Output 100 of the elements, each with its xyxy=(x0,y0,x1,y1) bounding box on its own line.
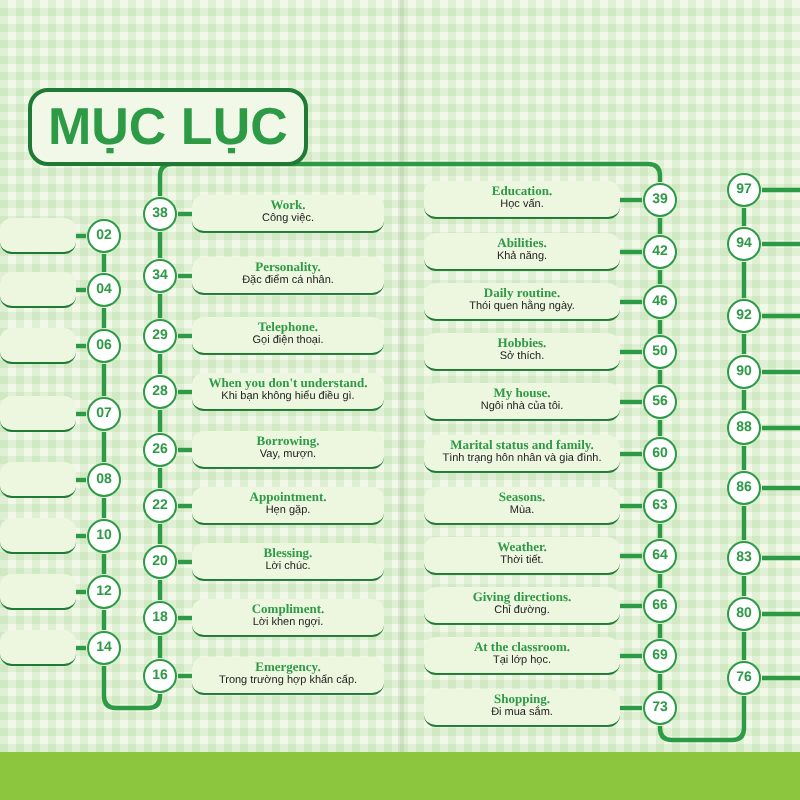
topic-card xyxy=(424,282,620,322)
connector-line xyxy=(657,524,663,538)
connector-line xyxy=(741,390,747,410)
connector-line xyxy=(157,232,163,258)
topic-card xyxy=(424,486,620,526)
connector-line xyxy=(620,349,642,355)
topic-card xyxy=(424,232,620,272)
connector-line xyxy=(178,389,192,395)
topic-card xyxy=(424,180,620,220)
connector-line xyxy=(76,589,86,595)
connector-line xyxy=(741,262,747,298)
connector-line xyxy=(178,211,192,217)
connector-line xyxy=(657,420,663,436)
connector-line xyxy=(741,208,747,226)
connector-line xyxy=(178,447,192,453)
connector-line xyxy=(657,696,747,743)
connector-line xyxy=(178,503,192,509)
connector-line xyxy=(157,410,163,432)
topic-card xyxy=(424,382,620,422)
connector-line xyxy=(101,498,107,518)
connector-line xyxy=(620,451,642,457)
connector-line xyxy=(620,705,642,711)
connector-line xyxy=(657,674,663,690)
connector-line xyxy=(178,273,192,279)
connector-line xyxy=(101,364,107,396)
connector-line xyxy=(762,369,800,375)
connector-line xyxy=(657,472,663,488)
connector-line xyxy=(620,603,642,609)
connector-line xyxy=(741,576,747,596)
connector-line xyxy=(762,675,800,681)
topic-card xyxy=(0,574,76,610)
connector-line xyxy=(741,334,747,354)
connector-line xyxy=(101,666,163,711)
connector-line xyxy=(157,636,163,658)
connector-line xyxy=(741,632,747,660)
connector-line xyxy=(620,197,642,203)
topic-card xyxy=(192,656,384,696)
connector-line xyxy=(620,553,642,559)
connector-line xyxy=(76,287,86,293)
connector-line xyxy=(657,218,663,234)
connector-line xyxy=(762,241,800,247)
topic-card xyxy=(192,542,384,582)
connector-line xyxy=(101,308,107,328)
connector-line xyxy=(657,270,663,284)
connector-line xyxy=(657,370,663,384)
connector-line xyxy=(101,432,107,462)
connector-line xyxy=(76,343,86,349)
connector-line xyxy=(101,554,107,574)
connector-line xyxy=(741,506,747,540)
topic-card xyxy=(424,536,620,576)
topic-card xyxy=(424,586,620,626)
connector-line xyxy=(76,645,86,651)
topic-card xyxy=(192,316,384,356)
connector-line xyxy=(762,425,800,431)
topic-card xyxy=(192,486,384,526)
title-banner: MỤC LỤC xyxy=(28,88,308,166)
connector-line xyxy=(762,485,800,491)
topic-card xyxy=(424,332,620,372)
topic-card xyxy=(0,630,76,666)
topic-card xyxy=(424,636,620,676)
connector-line xyxy=(762,555,800,561)
connector-line xyxy=(620,503,642,509)
topic-card xyxy=(192,194,384,234)
connector-line xyxy=(620,653,642,659)
connector-line xyxy=(178,615,192,621)
topic-card xyxy=(424,434,620,474)
connector-line xyxy=(762,313,800,319)
connector-line xyxy=(657,320,663,334)
topic-card xyxy=(192,372,384,412)
connector-line xyxy=(101,610,107,630)
topic-card xyxy=(424,688,620,728)
connector-line xyxy=(157,524,163,544)
connector-line xyxy=(157,468,163,488)
connector-line xyxy=(657,574,663,588)
connector-line xyxy=(178,333,192,339)
connector-line xyxy=(76,233,86,239)
connector-line xyxy=(178,559,192,565)
topic-card xyxy=(0,328,76,364)
connector-line xyxy=(76,533,86,539)
connector-line xyxy=(741,446,747,470)
connector-line xyxy=(157,354,163,374)
connector-line xyxy=(620,299,642,305)
topic-card xyxy=(0,518,76,554)
topic-card xyxy=(0,396,76,432)
topic-card xyxy=(0,218,76,254)
connector-line xyxy=(620,399,642,405)
topic-card xyxy=(0,462,76,498)
connector-line xyxy=(762,187,800,193)
connector-line xyxy=(657,624,663,638)
topic-card xyxy=(192,598,384,638)
topic-card xyxy=(0,272,76,308)
connector-line xyxy=(76,477,86,483)
connector-line xyxy=(157,294,163,318)
connector-line xyxy=(76,411,86,417)
topic-card xyxy=(192,256,384,296)
connector-line xyxy=(620,249,642,255)
connector-line xyxy=(762,611,800,617)
topic-card xyxy=(192,430,384,470)
connector-line xyxy=(157,580,163,600)
connector-line xyxy=(101,254,107,272)
